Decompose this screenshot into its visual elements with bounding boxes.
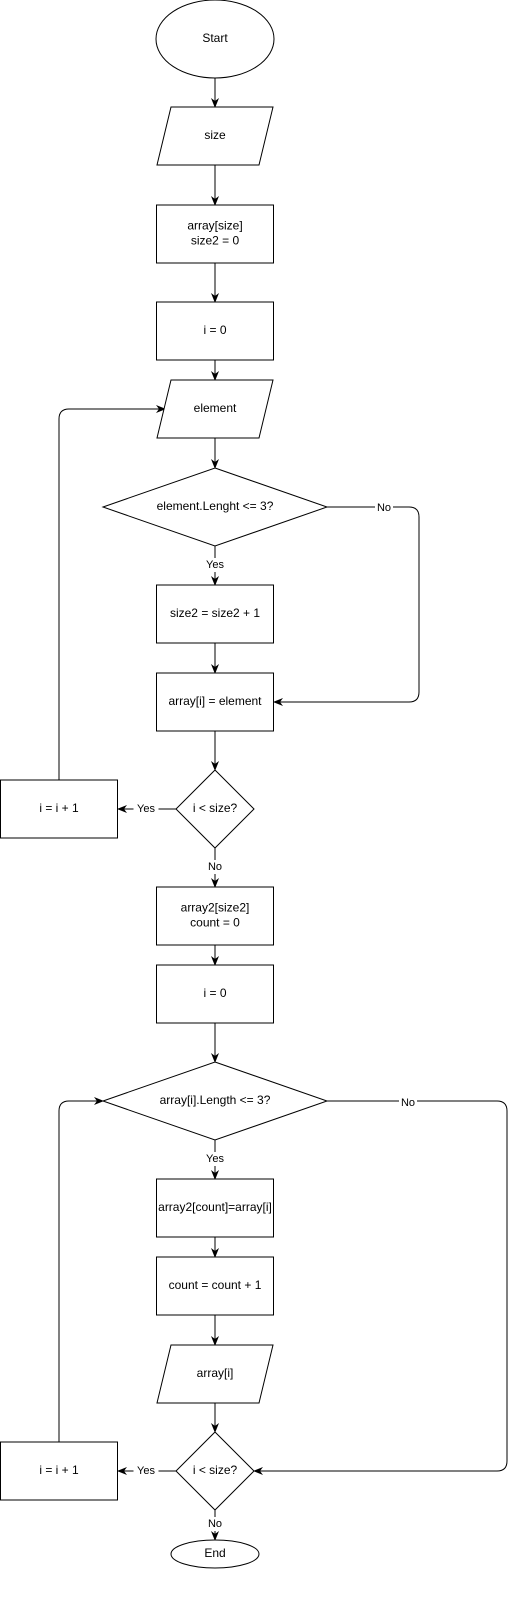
connector-arrow xyxy=(253,1100,508,1475)
edge-label-check-length-yes: Yes xyxy=(202,558,228,572)
edge-label-text: No xyxy=(377,502,391,514)
node-end: End xyxy=(170,1539,260,1569)
label-background xyxy=(133,1464,159,1478)
terminal-shape xyxy=(170,1539,260,1569)
process-box xyxy=(0,1441,118,1501)
process-box xyxy=(156,301,274,361)
io-shape xyxy=(156,379,274,439)
process-box xyxy=(156,672,274,732)
edge-label-text: Yes xyxy=(206,1153,224,1165)
node-text: count = count + 1 xyxy=(169,1278,262,1292)
decision-shape xyxy=(175,1431,255,1511)
edge-label-text: Yes xyxy=(137,1465,155,1477)
node-text: array2[count]=array[i] xyxy=(158,1200,272,1214)
process-box xyxy=(156,964,274,1024)
node-text: size xyxy=(204,128,226,142)
node-inc-size2: size2 = size2 + 1 xyxy=(156,584,274,644)
node-text: i < size? xyxy=(193,801,238,815)
io-shape xyxy=(156,1344,274,1404)
label-background xyxy=(206,860,224,874)
node-text: array[size] xyxy=(187,219,242,233)
node-check-length: element.Lenght <= 3? xyxy=(101,467,329,547)
node-loop2-check: i < size? xyxy=(175,1431,255,1511)
process-box xyxy=(0,779,118,839)
node-init-i: i = 0 xyxy=(156,301,274,361)
node-loop1-inc: i = i + 1 xyxy=(0,779,118,839)
edge-label-loop1-yes: Yes xyxy=(133,802,159,816)
nodes: Start size array[size]size2 = 0 i = 0 elemen… xyxy=(0,0,329,1569)
decision-shape xyxy=(175,769,255,849)
node-copy-element: array2[count]=array[i] xyxy=(156,1178,274,1238)
node-text: i < size? xyxy=(193,1463,238,1477)
node-loop1-check: i < size? xyxy=(175,769,255,849)
node-text: size2 = 0 xyxy=(191,234,240,248)
edges xyxy=(58,78,508,1541)
edge-label-text: No xyxy=(208,1518,222,1530)
node-text: count = 0 xyxy=(190,916,240,930)
edge-label-loop1-no: No xyxy=(206,860,224,874)
edge-label-check-array-length-no: No xyxy=(399,1096,417,1110)
node-init-array: array[size]size2 = 0 xyxy=(156,204,274,264)
node-text: element.Lenght <= 3? xyxy=(157,499,274,513)
connector-arrow xyxy=(58,1097,104,1442)
node-input-size: size xyxy=(156,106,274,166)
label-background xyxy=(375,501,393,515)
node-start: Start xyxy=(155,0,275,79)
node-inc-count: count = count + 1 xyxy=(156,1256,274,1316)
connector-arrow xyxy=(58,405,166,780)
process-box xyxy=(156,886,274,946)
node-text: Start xyxy=(202,31,228,45)
node-text: i = 0 xyxy=(203,986,226,1000)
decision-shape xyxy=(101,467,329,547)
edge-label-check-array-length-yes: Yes xyxy=(202,1152,228,1166)
node-text: array2[size2] xyxy=(181,901,250,915)
node-output-element: array[i] xyxy=(156,1344,274,1404)
edge-label-text: Yes xyxy=(137,803,155,815)
edge-label-loop2-yes: Yes xyxy=(133,1464,159,1478)
edge-label-text: No xyxy=(208,861,222,873)
node-loop2-inc: i = i + 1 xyxy=(0,1441,118,1501)
node-reset-i: i = 0 xyxy=(156,964,274,1024)
node-text: i = i + 1 xyxy=(39,1463,79,1477)
process-box xyxy=(156,1178,274,1238)
node-text: i = 0 xyxy=(203,323,226,337)
node-text: array[i] = element xyxy=(168,694,262,708)
process-box xyxy=(156,584,274,644)
label-background xyxy=(399,1096,417,1110)
node-text: array[i].Length <= 3? xyxy=(160,1093,271,1107)
label-background xyxy=(206,1517,224,1531)
node-text: size2 = size2 + 1 xyxy=(170,606,260,620)
process-box xyxy=(156,1256,274,1316)
connector-arrow xyxy=(273,506,420,706)
edge-label-check-length-no: No xyxy=(375,501,393,515)
io-shape xyxy=(156,106,274,166)
node-text: array[i] xyxy=(197,1366,234,1380)
label-background xyxy=(202,1152,228,1166)
decision-shape xyxy=(101,1061,329,1141)
edge-label-text: No xyxy=(401,1097,415,1109)
node-input-element: element xyxy=(156,379,274,439)
edge-label-loop2-no: No xyxy=(206,1517,224,1531)
label-background xyxy=(133,802,159,816)
node-check-array-length: array[i].Length <= 3? xyxy=(101,1061,329,1141)
label-background xyxy=(202,558,228,572)
edge-label-text: Yes xyxy=(206,559,224,571)
terminal-shape xyxy=(155,0,275,79)
node-text: End xyxy=(204,1546,225,1560)
node-assign-element: array[i] = element xyxy=(156,672,274,732)
node-text: element xyxy=(194,401,237,415)
process-box xyxy=(156,204,274,264)
node-text: i = i + 1 xyxy=(39,801,79,815)
node-init-array2: array2[size2]count = 0 xyxy=(156,886,274,946)
